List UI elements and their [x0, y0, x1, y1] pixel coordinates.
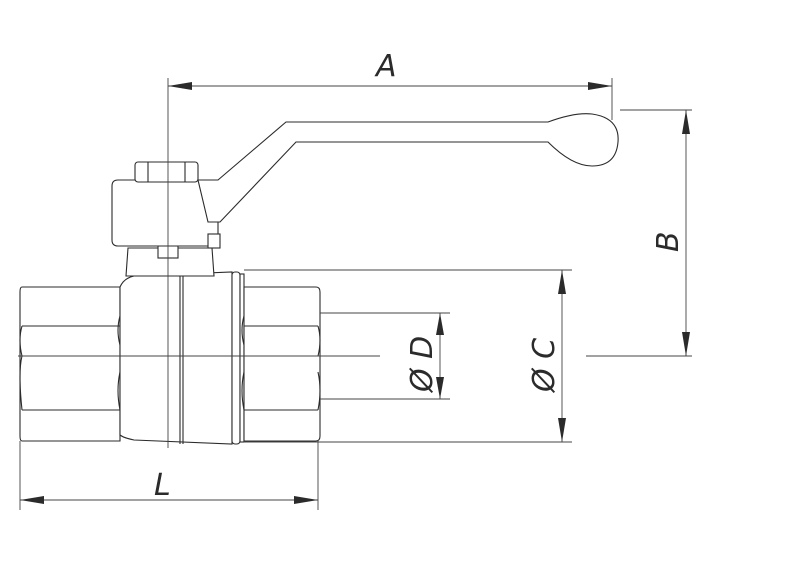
- center-body: [119, 271, 233, 445]
- label-d: Ø D: [405, 336, 440, 394]
- stem-and-handle: [111, 113, 619, 277]
- label-b: B: [651, 231, 686, 252]
- reference-lines: [18, 78, 692, 510]
- left-hex-end: [19, 286, 121, 442]
- label-c: Ø C: [527, 338, 562, 394]
- dimension-d: Ø D: [405, 313, 444, 399]
- right-hex-end: [243, 286, 321, 442]
- flange-ring: [231, 271, 241, 445]
- top-nut: [134, 161, 199, 183]
- label-l: L: [154, 468, 171, 503]
- handle-block: [111, 179, 219, 247]
- dimension-c: Ø C: [527, 270, 566, 442]
- valve-body: [19, 271, 321, 445]
- handle-lever: [197, 113, 619, 223]
- dimension-a: A: [168, 49, 612, 90]
- dimension-b: B: [651, 110, 690, 356]
- dimension-l: L: [20, 468, 318, 504]
- label-a: A: [374, 49, 397, 84]
- stem-neck: [125, 247, 215, 277]
